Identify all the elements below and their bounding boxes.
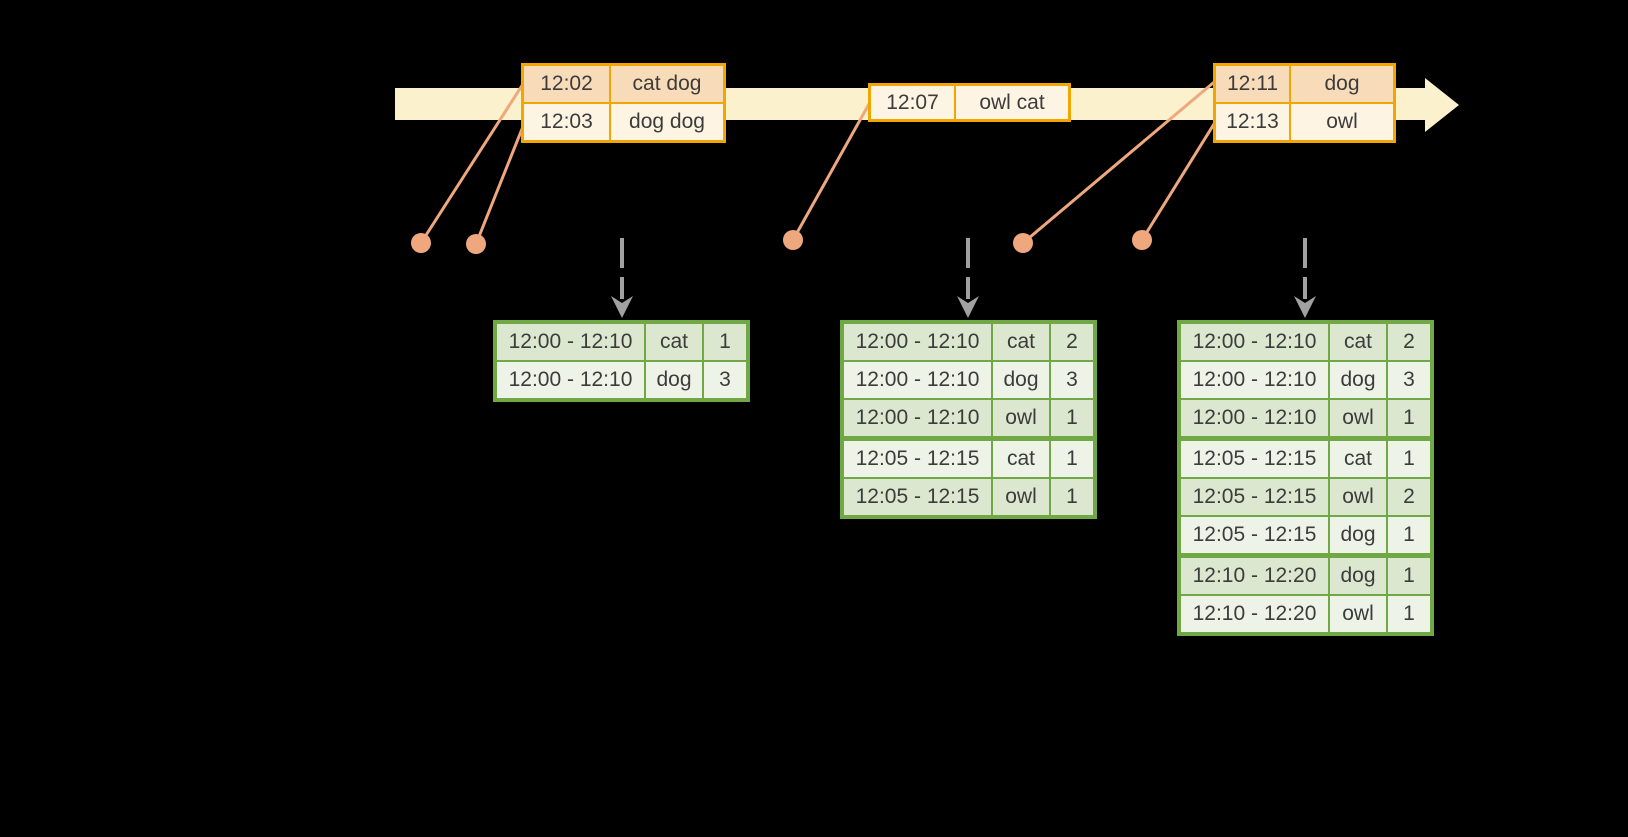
event-time-dot (466, 234, 486, 254)
word-cell: cat (1330, 441, 1386, 477)
result-row: 12:00 - 12:10 cat 2 (844, 324, 1093, 360)
window-cell: 12:05 - 12:15 (1181, 479, 1328, 515)
count-cell: 1 (1388, 558, 1430, 594)
event-time-cell: 12:11 (1216, 66, 1289, 102)
count-cell: 2 (1388, 479, 1430, 515)
event-table-1: 12:02 cat dog 12:03 dog dog (521, 63, 726, 143)
word-cell: owl (1330, 596, 1386, 632)
event-table-2: 12:07 owl cat (868, 83, 1071, 122)
event-time-dot (1013, 233, 1033, 253)
event-words-cell: dog dog (611, 104, 723, 140)
word-cell: owl (993, 400, 1049, 436)
result-row: 12:00 - 12:10 cat 2 (1181, 324, 1430, 360)
count-cell: 2 (1051, 324, 1093, 360)
count-cell: 1 (704, 324, 746, 360)
word-cell: dog (993, 362, 1049, 398)
word-cell: cat (1330, 324, 1386, 360)
window-cell: 12:10 - 12:20 (1181, 596, 1328, 632)
result-table-3: 12:00 - 12:10 cat 2 12:00 - 12:10 dog 3 … (1177, 320, 1434, 636)
window-cell: 12:00 - 12:10 (844, 400, 991, 436)
word-cell: dog (646, 362, 702, 398)
event-time-cell: 12:13 (1216, 104, 1289, 140)
word-cell: cat (993, 441, 1049, 477)
window-cell: 12:00 - 12:10 (497, 324, 644, 360)
word-cell: owl (1330, 400, 1386, 436)
count-cell: 3 (1051, 362, 1093, 398)
window-cell: 12:05 - 12:15 (844, 441, 991, 477)
window-cell: 12:05 - 12:15 (844, 479, 991, 515)
event-words-cell: dog (1291, 66, 1393, 102)
window-cell: 12:10 - 12:20 (1181, 558, 1328, 594)
event-time-cell: 12:07 (871, 86, 954, 119)
event-connector-line (791, 102, 871, 242)
window-cell: 12:00 - 12:10 (844, 324, 991, 360)
count-cell: 1 (1388, 400, 1430, 436)
result-table-2: 12:00 - 12:10 cat 2 12:00 - 12:10 dog 3 … (840, 320, 1097, 519)
window-cell: 12:00 - 12:10 (1181, 324, 1328, 360)
count-cell: 1 (1051, 400, 1093, 436)
event-connector-line (419, 82, 525, 245)
event-connector-line (1021, 81, 1215, 245)
result-row: 12:05 - 12:15 cat 1 (1181, 441, 1430, 477)
event-table-3: 12:11 dog 12:13 owl (1213, 63, 1396, 143)
window-cell: 12:00 - 12:10 (844, 362, 991, 398)
timeline-arrowhead-icon (1425, 78, 1459, 132)
event-connector-line (474, 122, 526, 246)
window-cell: 12:05 - 12:15 (1181, 441, 1328, 477)
count-cell: 2 (1388, 324, 1430, 360)
result-row: 12:00 - 12:10 dog 3 (844, 362, 1093, 398)
result-row: 12:00 - 12:10 owl 1 (844, 400, 1093, 436)
event-words-cell: owl cat (956, 86, 1068, 119)
trigger-arrowhead-icon (1294, 296, 1316, 318)
count-cell: 1 (1051, 441, 1093, 477)
result-row: 12:05 - 12:15 dog 1 (1181, 517, 1430, 553)
event-words-cell: owl (1291, 104, 1393, 140)
trigger-arrowhead-icon (611, 296, 633, 318)
result-row: 12:05 - 12:15 owl 1 (844, 479, 1093, 515)
result-table-1: 12:00 - 12:10 cat 1 12:00 - 12:10 dog 3 (493, 320, 750, 402)
event-time-dot (411, 233, 431, 253)
window-cell: 12:05 - 12:15 (1181, 517, 1328, 553)
event-time-cell: 12:02 (524, 66, 609, 102)
count-cell: 3 (1388, 362, 1430, 398)
window-cell: 12:00 - 12:10 (1181, 400, 1328, 436)
result-row: 12:05 - 12:15 owl 2 (1181, 479, 1430, 515)
result-row: 12:00 - 12:10 dog 3 (1181, 362, 1430, 398)
word-cell: cat (993, 324, 1049, 360)
word-cell: dog (1330, 558, 1386, 594)
word-cell: dog (1330, 517, 1386, 553)
window-cell: 12:00 - 12:10 (1181, 362, 1328, 398)
event-time-cell: 12:03 (524, 104, 609, 140)
event-words-cell: cat dog (611, 66, 723, 102)
event-time-dot (1132, 230, 1152, 250)
word-cell: owl (1330, 479, 1386, 515)
result-row: 12:00 - 12:10 owl 1 (1181, 400, 1430, 436)
count-cell: 1 (1388, 596, 1430, 632)
trigger-arrowhead-icon (957, 296, 979, 318)
count-cell: 1 (1051, 479, 1093, 515)
result-row: 12:10 - 12:20 dog 1 (1181, 558, 1430, 594)
result-row: 12:10 - 12:20 owl 1 (1181, 596, 1430, 632)
count-cell: 1 (1388, 517, 1430, 553)
count-cell: 1 (1388, 441, 1430, 477)
word-cell: owl (993, 479, 1049, 515)
result-row: 12:00 - 12:10 dog 3 (497, 362, 746, 398)
window-cell: 12:00 - 12:10 (497, 362, 644, 398)
result-row: 12:00 - 12:10 cat 1 (497, 324, 746, 360)
event-time-dot (783, 230, 803, 250)
result-row: 12:05 - 12:15 cat 1 (844, 441, 1093, 477)
event-connector-line (1140, 122, 1216, 242)
word-cell: cat (646, 324, 702, 360)
count-cell: 3 (704, 362, 746, 398)
word-cell: dog (1330, 362, 1386, 398)
